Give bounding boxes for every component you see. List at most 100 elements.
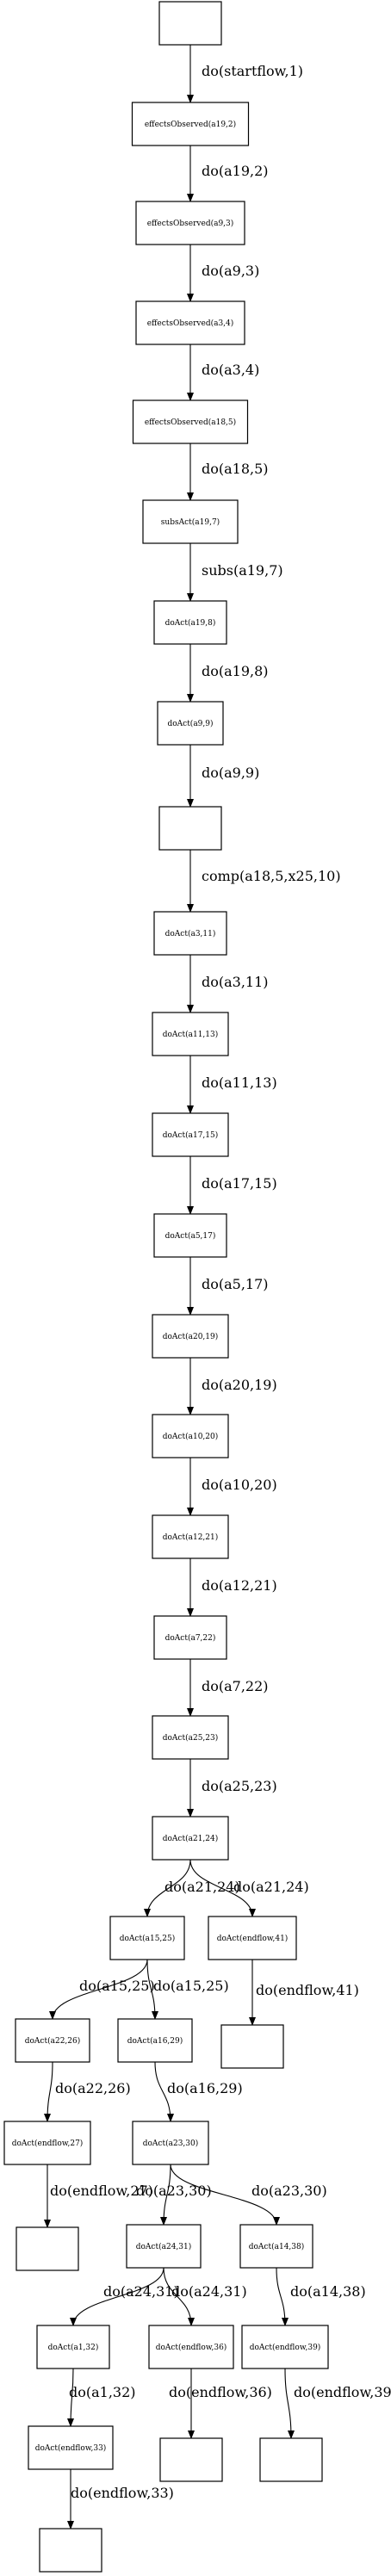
edge-arrow — [170, 2164, 280, 2226]
empty-state-node — [16, 2226, 79, 2271]
state-box — [36, 2325, 110, 2369]
edge-label: do(a1,32) — [69, 2384, 136, 2400]
state-box — [152, 1012, 229, 1056]
state-label: doAct(a9,9) — [167, 719, 213, 728]
state-box — [135, 300, 245, 345]
state-label: doAct(a14,38) — [249, 2242, 305, 2251]
state-label: doAct(a7,22) — [165, 1633, 216, 1643]
state-box — [117, 2018, 193, 2063]
state-box — [142, 499, 239, 544]
state-box — [152, 1414, 229, 1458]
edge-label: do(a24,31) — [103, 2283, 179, 2300]
edge-label: comp(a18,5,x25,10) — [202, 868, 341, 884]
state-label: doAct(endflow,36) — [156, 2343, 227, 2352]
state-box — [259, 2437, 323, 2482]
state-node: doAct(endflow,39) — [241, 2325, 329, 2369]
state-node: doAct(a15,25) — [109, 1916, 185, 1960]
edge-label: do(a24,31) — [171, 2283, 247, 2300]
state-box — [159, 2437, 223, 2482]
edge-arrow — [67, 2368, 75, 2427]
state-label: subsAct(a19,7) — [161, 517, 220, 527]
edge-label: do(a12,21) — [202, 1577, 277, 1594]
edge-arrow — [146, 1959, 158, 2020]
state-box — [158, 806, 222, 851]
state-node: doAct(a12,21) — [152, 1514, 229, 1559]
edge-arrow — [44, 2061, 53, 2122]
state-box — [153, 911, 227, 956]
state-node: subsAct(a19,7) — [142, 499, 239, 544]
state-node: doAct(a20,19) — [152, 1314, 229, 1359]
edge-label: do(a15,25) — [79, 1978, 155, 1994]
edge-label: do(a7,22) — [202, 1678, 269, 1694]
state-box — [148, 2325, 234, 2369]
edge-label: do(startflow,1) — [202, 63, 303, 79]
edge-label: do(a23,30) — [251, 2183, 327, 2199]
edge-arrow — [160, 2164, 171, 2226]
edge-label: do(endflow,39) — [294, 2384, 391, 2400]
state-node: doAct(a22,26) — [15, 2018, 90, 2063]
edge-label: do(a18,5) — [202, 461, 269, 477]
state-label: doAct(endflow,39) — [250, 2343, 321, 2352]
state-box — [135, 201, 245, 245]
state-box — [157, 701, 224, 746]
state-label: effectsObserved(a3,4) — [147, 319, 234, 328]
state-label: doAct(a25,23) — [163, 1733, 219, 1743]
state-label: doAct(a12,21) — [163, 1533, 219, 1542]
edge-arrow — [189, 1859, 256, 1917]
edge-label: do(a9,9) — [202, 765, 259, 781]
edge-label: do(endflow,41) — [256, 1982, 359, 1998]
empty-state-node — [158, 806, 222, 851]
state-node: doAct(a19,8) — [153, 600, 227, 645]
state-box — [152, 1514, 229, 1559]
state-label: doAct(a22,26) — [25, 2036, 81, 2046]
state-box — [153, 600, 227, 645]
state-node: doAct(endflow,41) — [208, 1916, 297, 1960]
state-label: doAct(endflow,41) — [217, 1934, 289, 1943]
state-node: effectsObserved(a9,3) — [135, 201, 245, 245]
empty-state-node — [39, 2528, 102, 2573]
edge-label: do(endflow,27) — [50, 2183, 153, 2199]
state-box — [153, 1213, 227, 1258]
edge-label: do(a3,11) — [202, 974, 269, 990]
edge-label: do(a22,26) — [55, 2080, 131, 2096]
state-node: doAct(endflow,27) — [3, 2121, 91, 2165]
state-node: effectsObserved(a19,2) — [131, 102, 250, 146]
state-box — [131, 102, 250, 146]
state-label: doAct(a17,15) — [163, 1130, 219, 1140]
state-node: doAct(a5,17) — [153, 1213, 227, 1258]
edge-label: do(a20,19) — [202, 1377, 277, 1393]
state-label: doAct(a20,19) — [163, 1332, 219, 1341]
state-label: doAct(a3,11) — [165, 929, 216, 938]
empty-state-node — [158, 1, 222, 46]
state-label: effectsObserved(a9,3) — [147, 219, 234, 228]
state-node: doAct(endflow,33) — [28, 2425, 114, 2470]
state-node: doAct(a25,23) — [152, 1715, 229, 1760]
nodes-layer: effectsObserved(a19,2) effectsObserved(a9… — [3, 1, 329, 2573]
state-node: doAct(a9,9) — [157, 701, 224, 746]
state-node: doAct(a14,38) — [239, 2224, 313, 2269]
state-label: doAct(a16,29) — [127, 2036, 183, 2046]
edge-arrow — [284, 2368, 295, 2439]
state-box — [132, 2121, 209, 2165]
state-box — [126, 2224, 202, 2269]
edge-label: do(a23,30) — [136, 2183, 212, 2199]
edge-arrow — [70, 2267, 164, 2326]
empty-state-node — [259, 2437, 323, 2482]
state-box — [239, 2224, 313, 2269]
state-label: doAct(a24,31) — [136, 2242, 192, 2251]
edge-label: do(a9,3) — [202, 263, 259, 279]
edge-arrow — [144, 1859, 191, 1917]
state-label: doAct(a15,25) — [120, 1934, 176, 1943]
edge-label: do(a15,25) — [153, 1978, 229, 1994]
edge-label: do(a19,8) — [202, 663, 269, 679]
state-box — [132, 399, 249, 444]
state-label: doAct(a21,24) — [163, 1834, 219, 1843]
edge-label: do(endflow,36) — [169, 2384, 272, 2400]
state-label: effectsObserved(a18,5) — [145, 418, 236, 427]
edge-label: do(a25,23) — [202, 1778, 277, 1794]
edge-label: do(a21,24) — [233, 1879, 309, 1895]
edge-label: subs(a19,7) — [202, 562, 283, 579]
state-node: doAct(a23,30) — [132, 2121, 209, 2165]
empty-state-node — [220, 2024, 284, 2069]
state-label: effectsObserved(a19,2) — [145, 120, 236, 129]
